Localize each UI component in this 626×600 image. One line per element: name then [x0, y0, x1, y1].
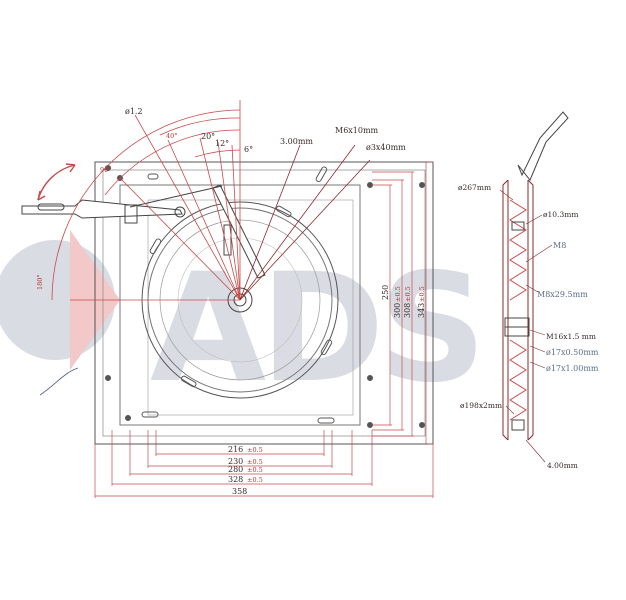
angle-line	[217, 141, 241, 301]
frame-slot	[147, 173, 159, 180]
dim-216-tol: ±0.5	[247, 446, 263, 454]
side-body	[507, 180, 529, 440]
dim-300: 300	[393, 303, 402, 318]
dim-280-tol: ±0.5	[247, 466, 263, 474]
angle-label-20: 20°	[201, 132, 215, 141]
side-view	[499, 111, 569, 463]
callout-leader	[239, 144, 301, 301]
ring-slot	[149, 238, 162, 255]
watermark-text: ADS	[150, 242, 481, 416]
callout-leader	[239, 159, 371, 301]
ring-slot	[180, 375, 197, 388]
side-body-right	[527, 179, 534, 441]
angle-arc-outer	[51, 109, 241, 301]
angle-labels: ø1.2 40° 20° 12° 6° 90° 180° 3.00mm M6x1…	[36, 107, 406, 290]
angle-arc-inner	[104, 129, 241, 196]
ring-slot	[275, 205, 292, 218]
callout-bolt: M6x10mm	[335, 126, 379, 135]
rotation-arrowhead	[37, 190, 46, 201]
angle-line	[134, 114, 241, 301]
dim-216: 216	[228, 445, 243, 454]
label-screw: M8	[553, 241, 566, 250]
mount-hole	[419, 182, 425, 188]
horizontal-dimensions	[94, 430, 434, 498]
ring-slot	[320, 339, 333, 356]
label-inner-dia: ø198x2mm	[460, 401, 502, 410]
dim-343: 343	[417, 303, 426, 318]
latch-link	[129, 185, 223, 208]
angle-label-12: 12°	[215, 139, 229, 148]
callout-hole: ø3x40mm	[366, 143, 406, 152]
lever-slot	[37, 203, 65, 211]
dim-308-tol: ±0.5	[404, 286, 412, 302]
sketch-curve	[39, 367, 79, 396]
dim-280: 280	[228, 465, 243, 474]
angle-line	[167, 139, 241, 301]
mount-hole	[367, 182, 373, 188]
rotation-arrowhead	[65, 163, 76, 173]
dim-230-tol: ±0.5	[247, 458, 263, 466]
label-washer1: ø17x0.50mm	[546, 348, 599, 357]
dim-230: 230	[228, 457, 243, 466]
mount-hole	[367, 422, 373, 428]
base-plate-outline	[94, 161, 434, 445]
lever-pivot	[174, 206, 186, 218]
rotation-arrow-icon	[37, 164, 76, 201]
frame-slot	[317, 417, 335, 424]
angle-arc-3	[194, 149, 241, 158]
label-plate: 4.00mm	[547, 461, 578, 470]
latch-block	[124, 204, 138, 224]
mount-hole	[419, 422, 425, 428]
side-view-labels: ø267mm ø10.3mm M8 M8x29.5mm M16x1.5 mm ø…	[458, 183, 599, 470]
frame-slot	[141, 411, 159, 418]
dim-328: 328	[228, 475, 243, 484]
label-screw-len: M8x29.5mm	[537, 290, 588, 299]
latch-spring	[223, 224, 232, 256]
angle-label-6: 6°	[244, 145, 253, 154]
label-nut: M16x1.5 mm	[546, 332, 596, 341]
side-body-left	[502, 179, 509, 441]
dim-308: 308	[403, 303, 412, 318]
angle-label-40: 40°	[166, 132, 178, 140]
side-handle	[517, 111, 569, 181]
angle-line	[231, 144, 241, 301]
horizontal-dim-labels: 216 ±0.5 230 ±0.5 280 ±0.5 328 ±0.5 358	[228, 445, 263, 496]
callout-leader	[239, 144, 356, 301]
release-lever	[21, 199, 183, 219]
base-plate-inner	[102, 169, 426, 437]
callout-thickness: 3.00mm	[280, 137, 313, 146]
side-bolt-1	[511, 221, 525, 231]
dim-250: 250	[381, 285, 390, 300]
angle-arc-2	[159, 117, 241, 136]
vertical-dim-labels: 250 300 ±0.5 308 ±0.5 343 ±0.5	[381, 285, 426, 318]
vertical-dimensions	[372, 161, 433, 445]
label-hole-dia: ø10.3mm	[543, 210, 578, 219]
mount-hole	[367, 375, 373, 381]
angle-indicators	[37, 100, 371, 301]
latch-bar	[212, 184, 266, 279]
label-outer-dia: ø267mm	[458, 183, 491, 192]
side-hatch	[509, 339, 527, 421]
dim-328-tol: ±0.5	[247, 476, 263, 484]
angle-line	[199, 137, 241, 301]
side-hatch	[509, 199, 527, 301]
angle-label-dia: ø1.2	[125, 107, 143, 116]
watermark-logo: ADS	[0, 230, 487, 416]
mount-hole	[105, 375, 111, 381]
label-washer2: ø17x1.00mm	[546, 364, 599, 373]
side-bolt-2	[511, 419, 525, 431]
mount-hole	[125, 415, 131, 421]
angle-line	[119, 177, 241, 301]
frame-slot	[315, 166, 328, 183]
dim-358: 358	[232, 487, 247, 496]
dim-343-tol: ±0.5	[418, 286, 426, 302]
angle-label-90: 90°	[100, 166, 112, 174]
dim-300-tol: ±0.5	[394, 286, 402, 302]
angle-label-180: 180°	[36, 274, 44, 290]
